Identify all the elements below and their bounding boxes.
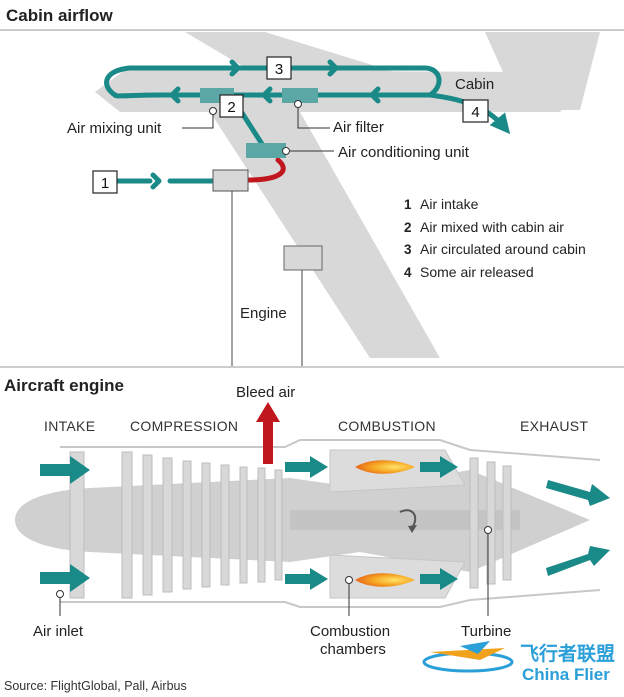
engine-leader-lines — [56, 526, 492, 616]
air-conditioning-unit — [246, 143, 286, 158]
step-box-3: 3 — [266, 56, 292, 80]
svg-text:1: 1 — [101, 175, 109, 192]
svg-text:2: 2 — [227, 99, 235, 116]
engine-casing — [60, 439, 601, 608]
combustion-chambers-label-line1: Combustion — [310, 623, 390, 640]
engine-airflow-arrows — [40, 456, 610, 592]
step-box-4: 4 — [462, 99, 489, 123]
section-exhaust: EXHAUST — [520, 418, 588, 434]
svg-text:China Flier: China Flier — [522, 665, 610, 684]
engine-bleed-port — [212, 169, 249, 192]
section-combustion: COMBUSTION — [338, 418, 436, 434]
compressor-blades — [69, 451, 283, 599]
section-compression: COMPRESSION — [130, 418, 238, 434]
engine-title: Aircraft engine — [4, 376, 124, 395]
leader-lines — [182, 100, 334, 155]
flame-icon-top — [355, 460, 415, 474]
svg-text:1: 1 — [404, 197, 412, 212]
step-box-1: 1 — [92, 170, 118, 194]
svg-text:3: 3 — [404, 242, 412, 257]
aircraft-silhouette — [95, 32, 600, 358]
turbine-label: Turbine — [461, 623, 511, 640]
air-filter-unit — [282, 88, 318, 103]
rotation-arrowhead-icon — [408, 525, 417, 533]
cabin-label: Cabin — [455, 76, 494, 93]
legend-item-3: Air circulated around cabin — [420, 241, 586, 257]
svg-text:3: 3 — [275, 61, 283, 78]
intake-flow — [115, 172, 215, 190]
air-inlet-label: Air inlet — [33, 623, 84, 640]
engine-label: Engine — [240, 305, 287, 322]
section-intake: INTAKE — [44, 418, 95, 434]
legend-item-1: Air intake — [420, 196, 479, 212]
bleed-air-label: Bleed air — [236, 384, 295, 401]
engine-section: Aircraft engine INTAKE COMPRESSION COMBU… — [4, 376, 610, 658]
svg-text:4: 4 — [471, 104, 479, 121]
air-mixing-unit-label: Air mixing unit — [67, 120, 162, 137]
svg-text:飞行者联盟: 飞行者联盟 — [520, 642, 615, 665]
svg-text:4: 4 — [404, 265, 412, 280]
flame-icon-bottom — [355, 573, 415, 587]
legend-item-2: Air mixed with cabin air — [420, 219, 564, 235]
step-box-2: 2 — [219, 94, 244, 118]
svg-text:2: 2 — [404, 220, 412, 235]
cabin-title: Cabin airflow — [6, 6, 114, 25]
hot-air-line — [245, 157, 286, 183]
turbine-blades — [469, 457, 512, 589]
airflow-chevrons — [169, 59, 381, 104]
engine-shaft — [290, 510, 520, 530]
combustion-chambers-label-line2: chambers — [320, 641, 386, 658]
rotation-icon — [399, 509, 417, 529]
air-conditioning-unit-label: Air conditioning unit — [338, 144, 470, 161]
legend-item-4: Some air released — [420, 264, 534, 280]
bleed-air-arrow — [256, 402, 280, 464]
source-note: Source: FlightGlobal, Pall, Airbus — [4, 679, 187, 693]
watermark-logo: 飞行者联盟 China Flier — [422, 641, 615, 684]
legend: 1 Air intake 2 Air mixed with cabin air … — [404, 196, 586, 280]
air-filter-label: Air filter — [333, 119, 384, 136]
cabin-section: Cabin airflow — [0, 6, 624, 366]
